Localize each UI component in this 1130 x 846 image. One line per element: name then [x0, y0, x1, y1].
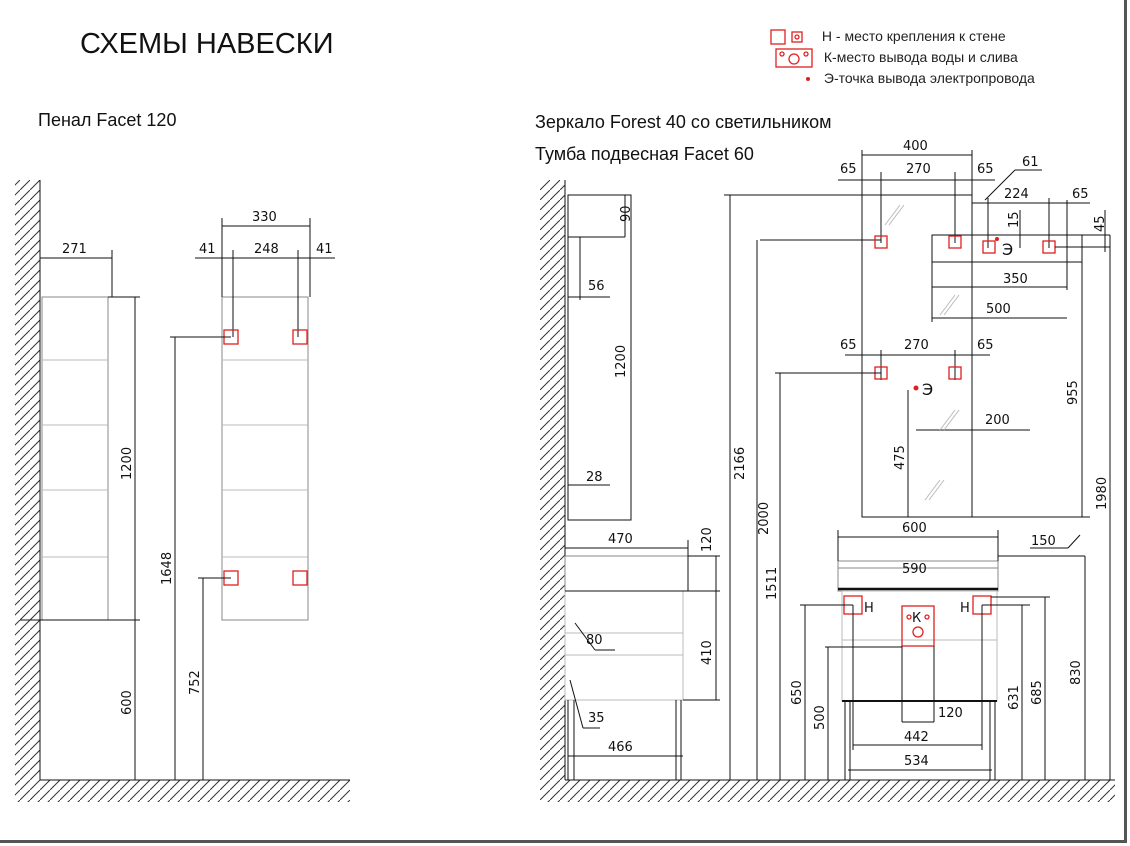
penal-front-view: [170, 218, 335, 780]
dim-cabinet-leg-depth: 466: [608, 740, 633, 755]
dim-outlet-low: 500: [813, 705, 828, 730]
page-title: СХЕМЫ НАВЕСКИ: [80, 28, 334, 60]
dim-cabinet-overhang: 150: [1031, 534, 1056, 549]
cabinet-side-view: [564, 540, 720, 780]
dim-mount-to-bottom: 955: [1066, 380, 1081, 405]
dim-830: 830: [1069, 660, 1084, 685]
dim-cabinet-depth: 470: [608, 532, 633, 547]
marker-electric-mirror: Э: [922, 380, 933, 399]
dim-mirror-top: 2000: [757, 502, 772, 535]
water-outlet-icon: [775, 48, 813, 68]
dim-lamp-right: 65: [1072, 187, 1089, 202]
dim-e-offset: 200: [985, 413, 1010, 428]
section-title-mirror: Зеркало Forest 40 со светильником: [535, 112, 832, 132]
dim-mount-low: 1511: [765, 567, 780, 600]
dim-cabinet-width: 600: [902, 521, 927, 536]
marker-mount-left: Н: [864, 601, 874, 616]
dim-cabinet-inset: 80: [586, 633, 603, 648]
legend: Н - место крепления к стене К-место выво…: [770, 26, 1035, 89]
marker-mount-right: Н: [960, 601, 970, 616]
floor-hatch-right: [540, 780, 1115, 802]
vertical-dimension-lines: [724, 194, 1111, 780]
dim-mirror-top-gap: 90: [619, 205, 634, 222]
dim-lamp-h: 45: [1093, 215, 1108, 232]
dim-cabinet-body-h: 410: [700, 640, 715, 665]
dim-mirror-side-offset: 56: [588, 279, 605, 294]
dim-mount-between: 442: [904, 730, 929, 745]
dim-cabinet-sink: 590: [902, 562, 927, 577]
dim-mirror-bottom-offset: 28: [586, 470, 603, 485]
dim-mirror-left2: 65: [840, 338, 857, 353]
wall-hatch-right: [540, 180, 565, 780]
dim-lamp-inner: 350: [1003, 272, 1028, 287]
dim-lamp-width: 500: [986, 302, 1011, 317]
dim-mirror-between2: 270: [904, 338, 929, 353]
dim-631: 631: [1007, 685, 1022, 710]
dim-penal-bottom-mount: 752: [188, 670, 203, 695]
dim-penal-depth: 271: [62, 242, 87, 257]
dim-penal-width: 330: [252, 210, 277, 225]
dim-total: 2166: [733, 447, 748, 480]
dim-mirror-left: 65: [840, 162, 857, 177]
legend-label: К-место вывода воды и слива: [823, 49, 1018, 65]
section-title-cabinet: Тумба подвесная Facet 60: [535, 144, 754, 164]
dim-mirror-right2: 65: [977, 338, 994, 353]
dim-penal-height: 1200: [120, 447, 135, 480]
dim-penal-inner: 248: [254, 242, 279, 257]
cabinet-front-view: [800, 530, 1086, 780]
legend-item-water: К-место вывода воды и слива: [770, 47, 1035, 68]
dim-penal-floor-gap: 600: [120, 690, 135, 715]
dim-penal-right-offset: 41: [316, 242, 333, 257]
legend-label: Э-точка вывода электропровода: [823, 70, 1035, 86]
section-title-penal: Пенал Facet 120: [38, 110, 177, 130]
dim-cabinet-top-h: 120: [700, 527, 715, 552]
wall-mount-icon: [770, 29, 803, 45]
legend-item-mount: Н - место крепления к стене: [770, 26, 1035, 47]
dim-lamp-between: 224: [1004, 187, 1029, 202]
dim-cabinet-leg-inset: 35: [588, 711, 605, 726]
dim-mirror-between: 270: [906, 162, 931, 177]
legend-item-electric: Э-точка вывода электропровода: [770, 68, 1035, 89]
penal-side-view: [20, 250, 140, 780]
mirror-side-view: [567, 194, 632, 521]
dim-lamp-top: 1980: [1095, 477, 1110, 510]
dim-mirror-right: 65: [977, 162, 994, 177]
dim-legs-between: 534: [904, 754, 929, 769]
dim-685: 685: [1030, 680, 1045, 705]
electric-point-icon: [806, 77, 810, 82]
dim-lamp-e: 15: [1007, 211, 1022, 228]
dim-mirror-width: 400: [903, 139, 928, 154]
dim-e-height: 475: [893, 445, 908, 470]
dim-outlet-high: 650: [790, 680, 805, 705]
wall-hatch-left: [15, 180, 40, 780]
dim-penal-top-mount: 1648: [160, 552, 175, 585]
dim-pipe-width: 120: [938, 706, 963, 721]
floor-hatch-left: [15, 780, 350, 802]
legend-label: Н - место крепления к стене: [821, 28, 1006, 44]
marker-electric-lamp: Э: [1002, 240, 1013, 259]
dim-lamp-offset: 61: [1022, 155, 1039, 170]
marker-water: К: [912, 611, 921, 626]
mirror-front-view: [760, 150, 1110, 518]
dim-penal-left-offset: 41: [199, 242, 216, 257]
dim-mirror-height: 1200: [614, 345, 629, 378]
